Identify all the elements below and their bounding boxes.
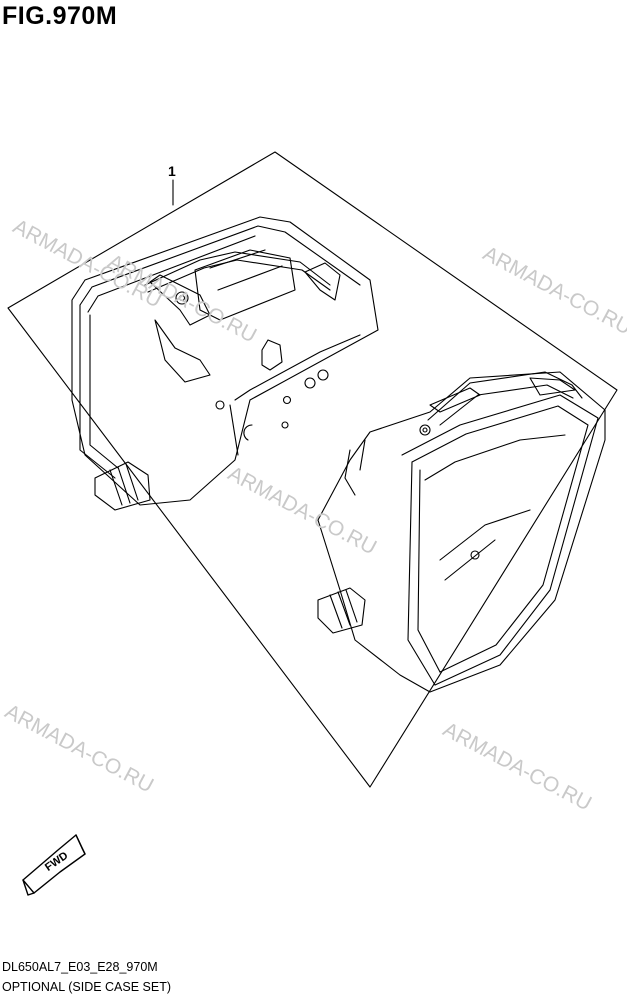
figure-title: FIG.970M	[2, 2, 118, 30]
part-callout: 1	[168, 163, 176, 179]
right-side-case	[317, 371, 606, 693]
left-side-case	[71, 216, 379, 511]
model-code: DL650AL7_E03_E28_970M	[2, 960, 158, 974]
assembly-boundary	[7, 151, 618, 788]
diagram-description: OPTIONAL (SIDE CASE SET)	[2, 980, 172, 994]
